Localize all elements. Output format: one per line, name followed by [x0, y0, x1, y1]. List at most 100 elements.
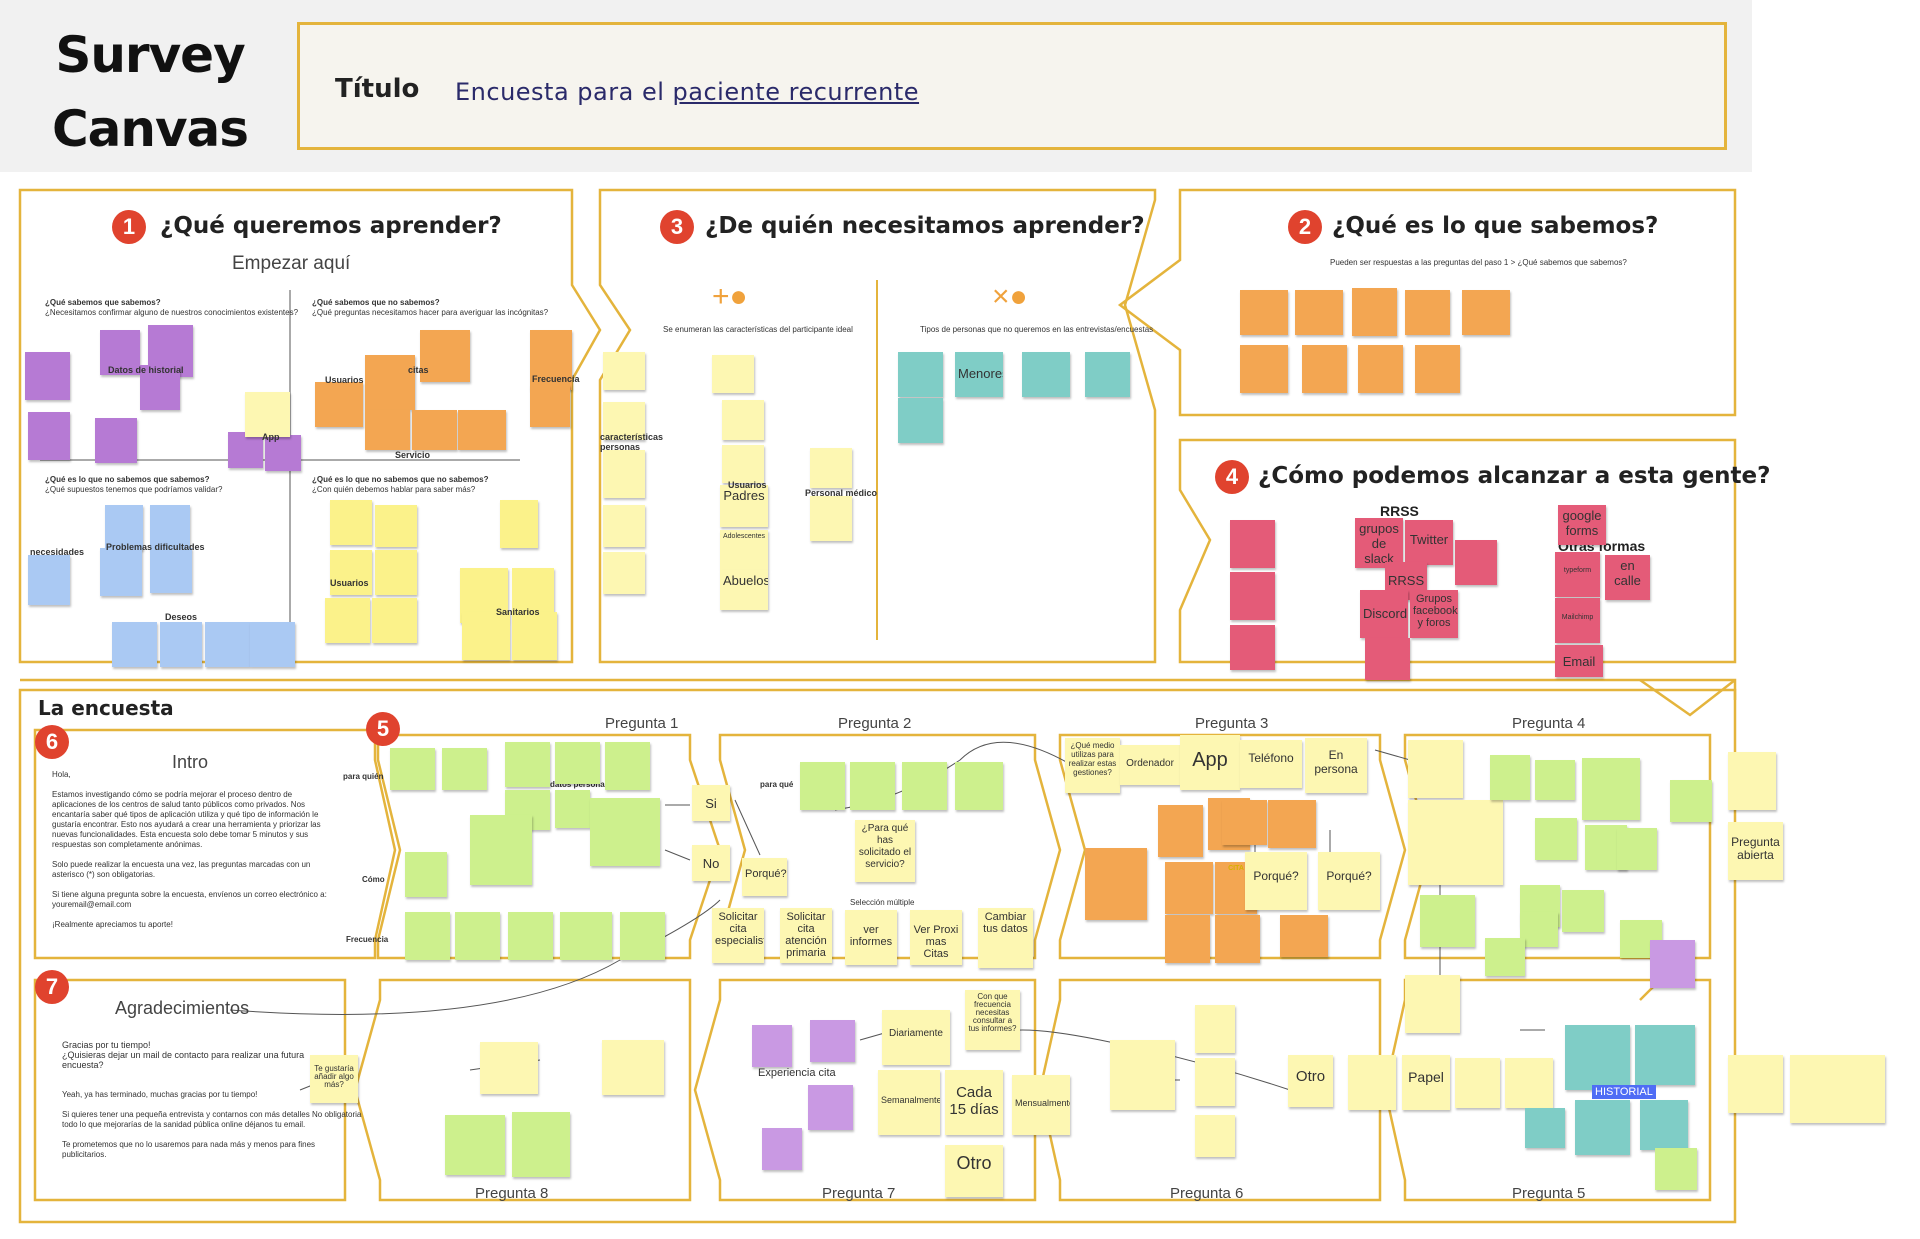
sticky-note[interactable]: [603, 402, 645, 440]
sticky-note[interactable]: [1635, 1025, 1695, 1085]
sticky-note[interactable]: [100, 548, 142, 596]
sticky-note[interactable]: [898, 352, 943, 397]
sticky-note[interactable]: [458, 410, 506, 450]
sticky-note-que-medio[interactable]: ¿Qué medio utilizas para realizar estas …: [1065, 738, 1120, 793]
sticky-note[interactable]: [1280, 915, 1328, 957]
sticky-note-diariamente[interactable]: Diariamente: [882, 1010, 950, 1065]
sticky-note[interactable]: [228, 432, 263, 468]
sticky-note-padres[interactable]: Padres: [720, 485, 768, 527]
sticky-note[interactable]: [1455, 1058, 1500, 1108]
sticky-note[interactable]: [505, 742, 550, 787]
sticky-note-si[interactable]: Si: [692, 785, 730, 821]
sticky-note[interactable]: [1268, 800, 1316, 848]
sticky-note[interactable]: Adolescentes: [720, 530, 768, 570]
sticky-note-porque-2[interactable]: Porqué?: [1245, 852, 1307, 910]
sticky-note[interactable]: [512, 568, 554, 613]
sticky-note[interactable]: [1525, 1108, 1565, 1148]
sticky-note[interactable]: [1655, 1148, 1697, 1190]
sticky-note[interactable]: [405, 852, 447, 897]
sticky-note[interactable]: [1348, 1055, 1396, 1110]
sticky-note[interactable]: [1490, 755, 1530, 800]
sticky-note[interactable]: [1405, 290, 1450, 335]
sticky-note[interactable]: [1640, 1100, 1688, 1150]
sticky-note[interactable]: [1462, 290, 1510, 335]
sticky-note[interactable]: [603, 352, 645, 390]
sticky-note[interactable]: [712, 355, 754, 393]
sticky-note[interactable]: [445, 1115, 505, 1175]
sticky-note[interactable]: [603, 450, 645, 498]
sticky-note[interactable]: [603, 552, 645, 594]
sticky-note-mensualmente[interactable]: Mensualmente: [1012, 1075, 1070, 1135]
sticky-note[interactable]: [1420, 895, 1475, 947]
sticky-note[interactable]: [762, 1128, 802, 1170]
sticky-note-abuelos[interactable]: Abuelos: [720, 570, 768, 610]
sticky-note-ordenador[interactable]: Ordenador: [1120, 745, 1180, 785]
sticky-note[interactable]: [442, 748, 487, 790]
sticky-note[interactable]: [372, 598, 417, 643]
sticky-note-no[interactable]: No: [692, 845, 730, 881]
sticky-note[interactable]: [100, 330, 140, 375]
sticky-note[interactable]: [412, 410, 457, 450]
sticky-note[interactable]: [28, 555, 70, 605]
sticky-note[interactable]: [150, 505, 190, 550]
sticky-note-email[interactable]: Email: [1555, 645, 1603, 677]
sticky-note-grupos-fb[interactable]: Grupos facebook y foros: [1410, 590, 1458, 638]
sticky-note[interactable]: [555, 790, 590, 828]
sticky-note[interactable]: [1408, 740, 1463, 798]
sticky-note[interactable]: [1415, 345, 1460, 393]
sticky-note-semanalmente[interactable]: Semanalmente: [878, 1070, 940, 1135]
sticky-note[interactable]: [1650, 940, 1695, 988]
sticky-note-te-gustaria[interactable]: Te gustaría añadir algo más?: [310, 1055, 358, 1103]
sticky-note-ver-informes[interactable]: ver informes: [845, 910, 897, 965]
sticky-note[interactable]: [28, 412, 70, 460]
sticky-note[interactable]: [555, 742, 600, 784]
sticky-note-otro[interactable]: Otro: [1288, 1055, 1333, 1107]
sticky-note[interactable]: [365, 355, 415, 410]
title-box[interactable]: [297, 22, 1727, 150]
sticky-note[interactable]: [620, 912, 665, 960]
sticky-note[interactable]: [1485, 938, 1525, 976]
sticky-note[interactable]: [1790, 1055, 1885, 1123]
sticky-note[interactable]: [500, 500, 538, 548]
sticky-note-porque[interactable]: Porqué?: [742, 858, 787, 896]
sticky-note-pregunta-abierta[interactable]: Pregunta abierta: [1728, 822, 1783, 880]
sticky-note[interactable]: [603, 505, 645, 547]
sticky-note[interactable]: [112, 622, 157, 667]
sticky-note-solicitar-cita-esp[interactable]: Solicitar cita especialista: [712, 908, 764, 963]
sticky-note[interactable]: [330, 550, 372, 595]
sticky-note[interactable]: [105, 505, 143, 550]
sticky-note-app[interactable]: App: [1180, 735, 1240, 790]
sticky-note[interactable]: [25, 352, 70, 400]
sticky-note[interactable]: [375, 505, 417, 547]
sticky-note[interactable]: [1165, 862, 1213, 914]
sticky-note[interactable]: [902, 762, 947, 810]
sticky-note[interactable]: [800, 762, 845, 810]
sticky-note[interactable]: [1505, 1058, 1553, 1108]
sticky-note-con-que-freq[interactable]: Con que frecuencia necesitas consultar a…: [965, 990, 1020, 1050]
sticky-note[interactable]: [530, 385, 570, 427]
sticky-note[interactable]: [1230, 572, 1275, 620]
sticky-note[interactable]: [1582, 758, 1640, 820]
sticky-note[interactable]: [315, 382, 363, 427]
sticky-note-mailchimp[interactable]: Mailchimp: [1555, 598, 1600, 643]
sticky-note[interactable]: [325, 598, 370, 643]
sticky-note[interactable]: [1085, 848, 1147, 920]
sticky-note[interactable]: [1562, 890, 1604, 932]
sticky-note[interactable]: [508, 912, 553, 960]
sticky-note[interactable]: [245, 392, 290, 437]
sticky-note-telefono[interactable]: Teléfono: [1240, 740, 1302, 788]
sticky-note-cada-15[interactable]: Cada 15 días: [945, 1070, 1003, 1135]
sticky-note-ver-proxi[interactable]: Ver Proxi mas Citas: [910, 910, 962, 965]
sticky-note[interactable]: [722, 400, 764, 440]
sticky-note[interactable]: [1222, 800, 1267, 845]
sticky-note[interactable]: [205, 622, 250, 667]
sticky-note[interactable]: [955, 762, 1003, 810]
sticky-note[interactable]: [365, 410, 410, 450]
sticky-note[interactable]: [898, 398, 943, 443]
sticky-note[interactable]: [1085, 352, 1130, 397]
sticky-note-papel[interactable]: Papel: [1402, 1055, 1450, 1110]
sticky-note[interactable]: [160, 622, 202, 667]
sticky-note[interactable]: [1352, 288, 1397, 336]
sticky-note[interactable]: [1240, 290, 1288, 335]
title-value[interactable]: Encuesta para el paciente recurrente: [455, 78, 919, 106]
